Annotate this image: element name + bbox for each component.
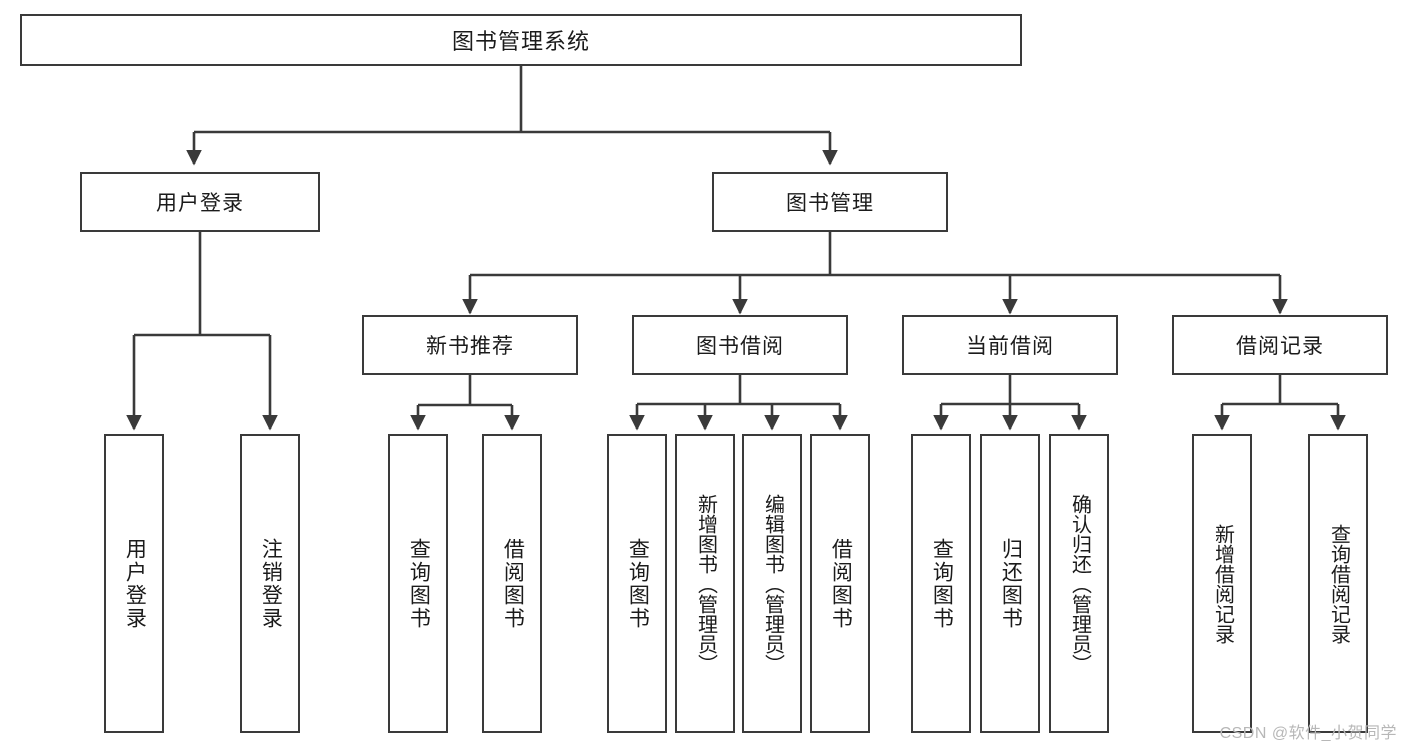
- leaf-borrow-book-recommend[interactable]: 借阅图书: [482, 434, 542, 733]
- leaf-label: 用户登录: [123, 537, 147, 630]
- leaf-label: 查询借阅记录: [1327, 523, 1350, 644]
- leaf-label: 查询图书: [626, 537, 650, 630]
- node-new-book-recommend[interactable]: 新书推荐: [362, 315, 578, 375]
- leaf-query-book-recommend[interactable]: 查询图书: [388, 434, 448, 733]
- leaf-label: 借阅图书: [501, 537, 525, 630]
- node-label: 图书管理: [786, 192, 874, 215]
- node-root-system[interactable]: 图书管理系统: [20, 14, 1022, 66]
- leaf-query-book-current[interactable]: 查询图书: [911, 434, 971, 733]
- leaf-label: 编辑图书（管理员）: [761, 493, 784, 674]
- leaf-query-book-borrow[interactable]: 查询图书: [607, 434, 667, 733]
- node-current-borrow[interactable]: 当前借阅: [902, 315, 1118, 375]
- node-user-login[interactable]: 用户登录: [80, 172, 320, 232]
- node-label: 图书管理系统: [451, 29, 590, 54]
- leaf-return-book[interactable]: 归还图书: [980, 434, 1040, 733]
- node-label: 借阅记录: [1236, 335, 1324, 358]
- leaf-label: 新增借阅记录: [1211, 523, 1234, 644]
- leaf-label: 注销登录: [259, 537, 283, 630]
- leaf-user-login[interactable]: 用户登录: [104, 434, 164, 733]
- node-book-management[interactable]: 图书管理: [712, 172, 948, 232]
- node-label: 当前借阅: [966, 335, 1054, 358]
- node-label: 图书借阅: [696, 335, 784, 358]
- node-label: 新书推荐: [426, 335, 514, 358]
- node-label: 用户登录: [156, 192, 244, 215]
- leaf-confirm-return-admin[interactable]: 确认归还（管理员）: [1049, 434, 1109, 733]
- csdn-watermark: CSDN @软件_小贺同学: [1219, 725, 1397, 742]
- leaf-logout[interactable]: 注销登录: [240, 434, 300, 733]
- leaf-borrow-book[interactable]: 借阅图书: [810, 434, 870, 733]
- leaf-label: 新增图书（管理员）: [694, 493, 717, 674]
- leaf-label: 查询图书: [930, 537, 954, 630]
- leaf-query-borrow-record[interactable]: 查询借阅记录: [1308, 434, 1368, 733]
- leaf-label: 查询图书: [407, 537, 431, 630]
- leaf-add-borrow-record[interactable]: 新增借阅记录: [1192, 434, 1252, 733]
- leaf-add-book-admin[interactable]: 新增图书（管理员）: [675, 434, 735, 733]
- node-borrow-record[interactable]: 借阅记录: [1172, 315, 1388, 375]
- leaf-label: 确认归还（管理员）: [1068, 493, 1091, 674]
- leaf-label: 归还图书: [999, 537, 1023, 630]
- leaf-label: 借阅图书: [829, 537, 853, 630]
- leaf-edit-book-admin[interactable]: 编辑图书（管理员）: [742, 434, 802, 733]
- node-book-borrow[interactable]: 图书借阅: [632, 315, 848, 375]
